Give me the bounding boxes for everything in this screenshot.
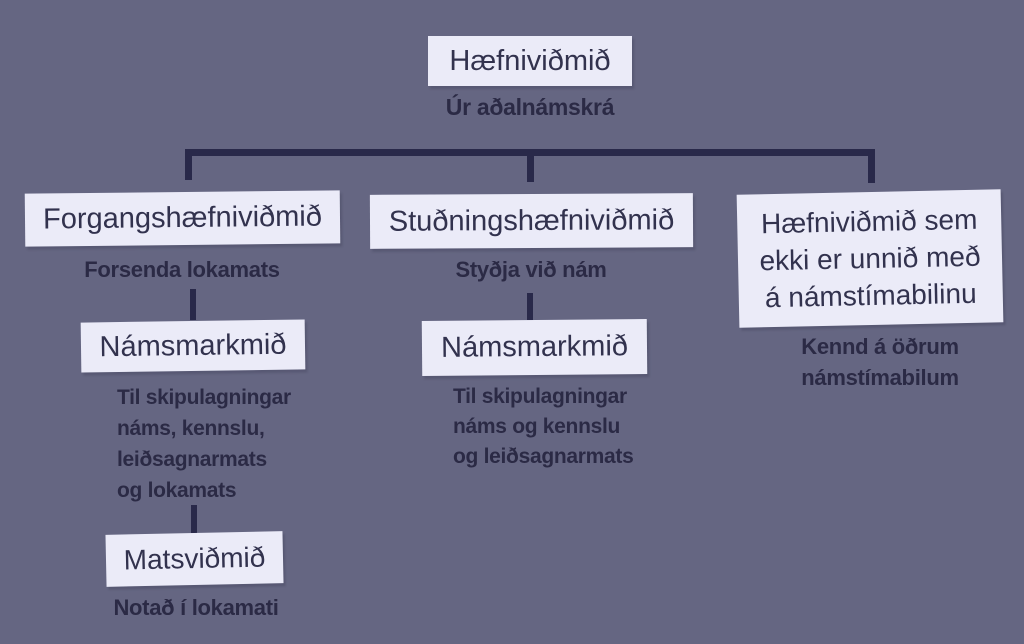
node-namsmarkmid-left: Námsmarkmið xyxy=(80,319,306,373)
connector-vertical-right xyxy=(868,149,875,183)
node-title: Námsmarkmið xyxy=(440,330,629,364)
node-title: Stuðningshæfniviðmið xyxy=(388,203,675,238)
node-title: Forgangshæfniviðmið xyxy=(42,200,323,236)
node-title: Matsviðmið xyxy=(123,541,266,576)
connector-vertical-left xyxy=(185,149,192,180)
node-title: Námsmarkmið xyxy=(99,328,287,363)
node-forgangshaefnividmid-subtitle: Forsenda lokamats xyxy=(84,257,280,282)
connector-line xyxy=(190,289,196,320)
node-namsmarkmid-middle-description: Til skipulagningar náms og kennslu og le… xyxy=(453,385,634,468)
node-forgangshaefnividmid: Forgangshæfniviðmið xyxy=(24,190,341,247)
connector-vertical-middle xyxy=(527,149,534,182)
connector-line xyxy=(191,505,197,533)
node-root-subtitle: Úr aðalnámskrá xyxy=(445,94,615,120)
node-studningshaefnividmid-subtitle: Styðja við nám xyxy=(455,257,607,282)
node-matsvidmid-description: Notað í lokamati xyxy=(113,595,279,620)
node-root-title: Hæfniviðmið xyxy=(449,44,611,77)
node-namsmarkmid-middle: Námsmarkmið xyxy=(421,319,648,376)
node-matsvidmid: Matsviðmið xyxy=(105,531,284,587)
node-namsmarkmid-left-description: Til skipulagningar náms, kennslu, leiðsa… xyxy=(117,386,291,502)
node-title: Hæfniviðmið sem ekki er unnið með á náms… xyxy=(759,203,981,314)
node-haefnividmid-ekki-unnid-subtitle: Kennd á öðrum námstímabilum xyxy=(801,334,959,390)
node-studningshaefnividmid: Stuðningshæfniviðmið xyxy=(369,193,694,249)
node-haefnividmid-ekki-unnid: Hæfniviðmið sem ekki er unnið með á náms… xyxy=(736,189,1004,328)
node-root-haefnividmid: Hæfniviðmið xyxy=(428,36,632,86)
connector-line xyxy=(527,293,533,320)
